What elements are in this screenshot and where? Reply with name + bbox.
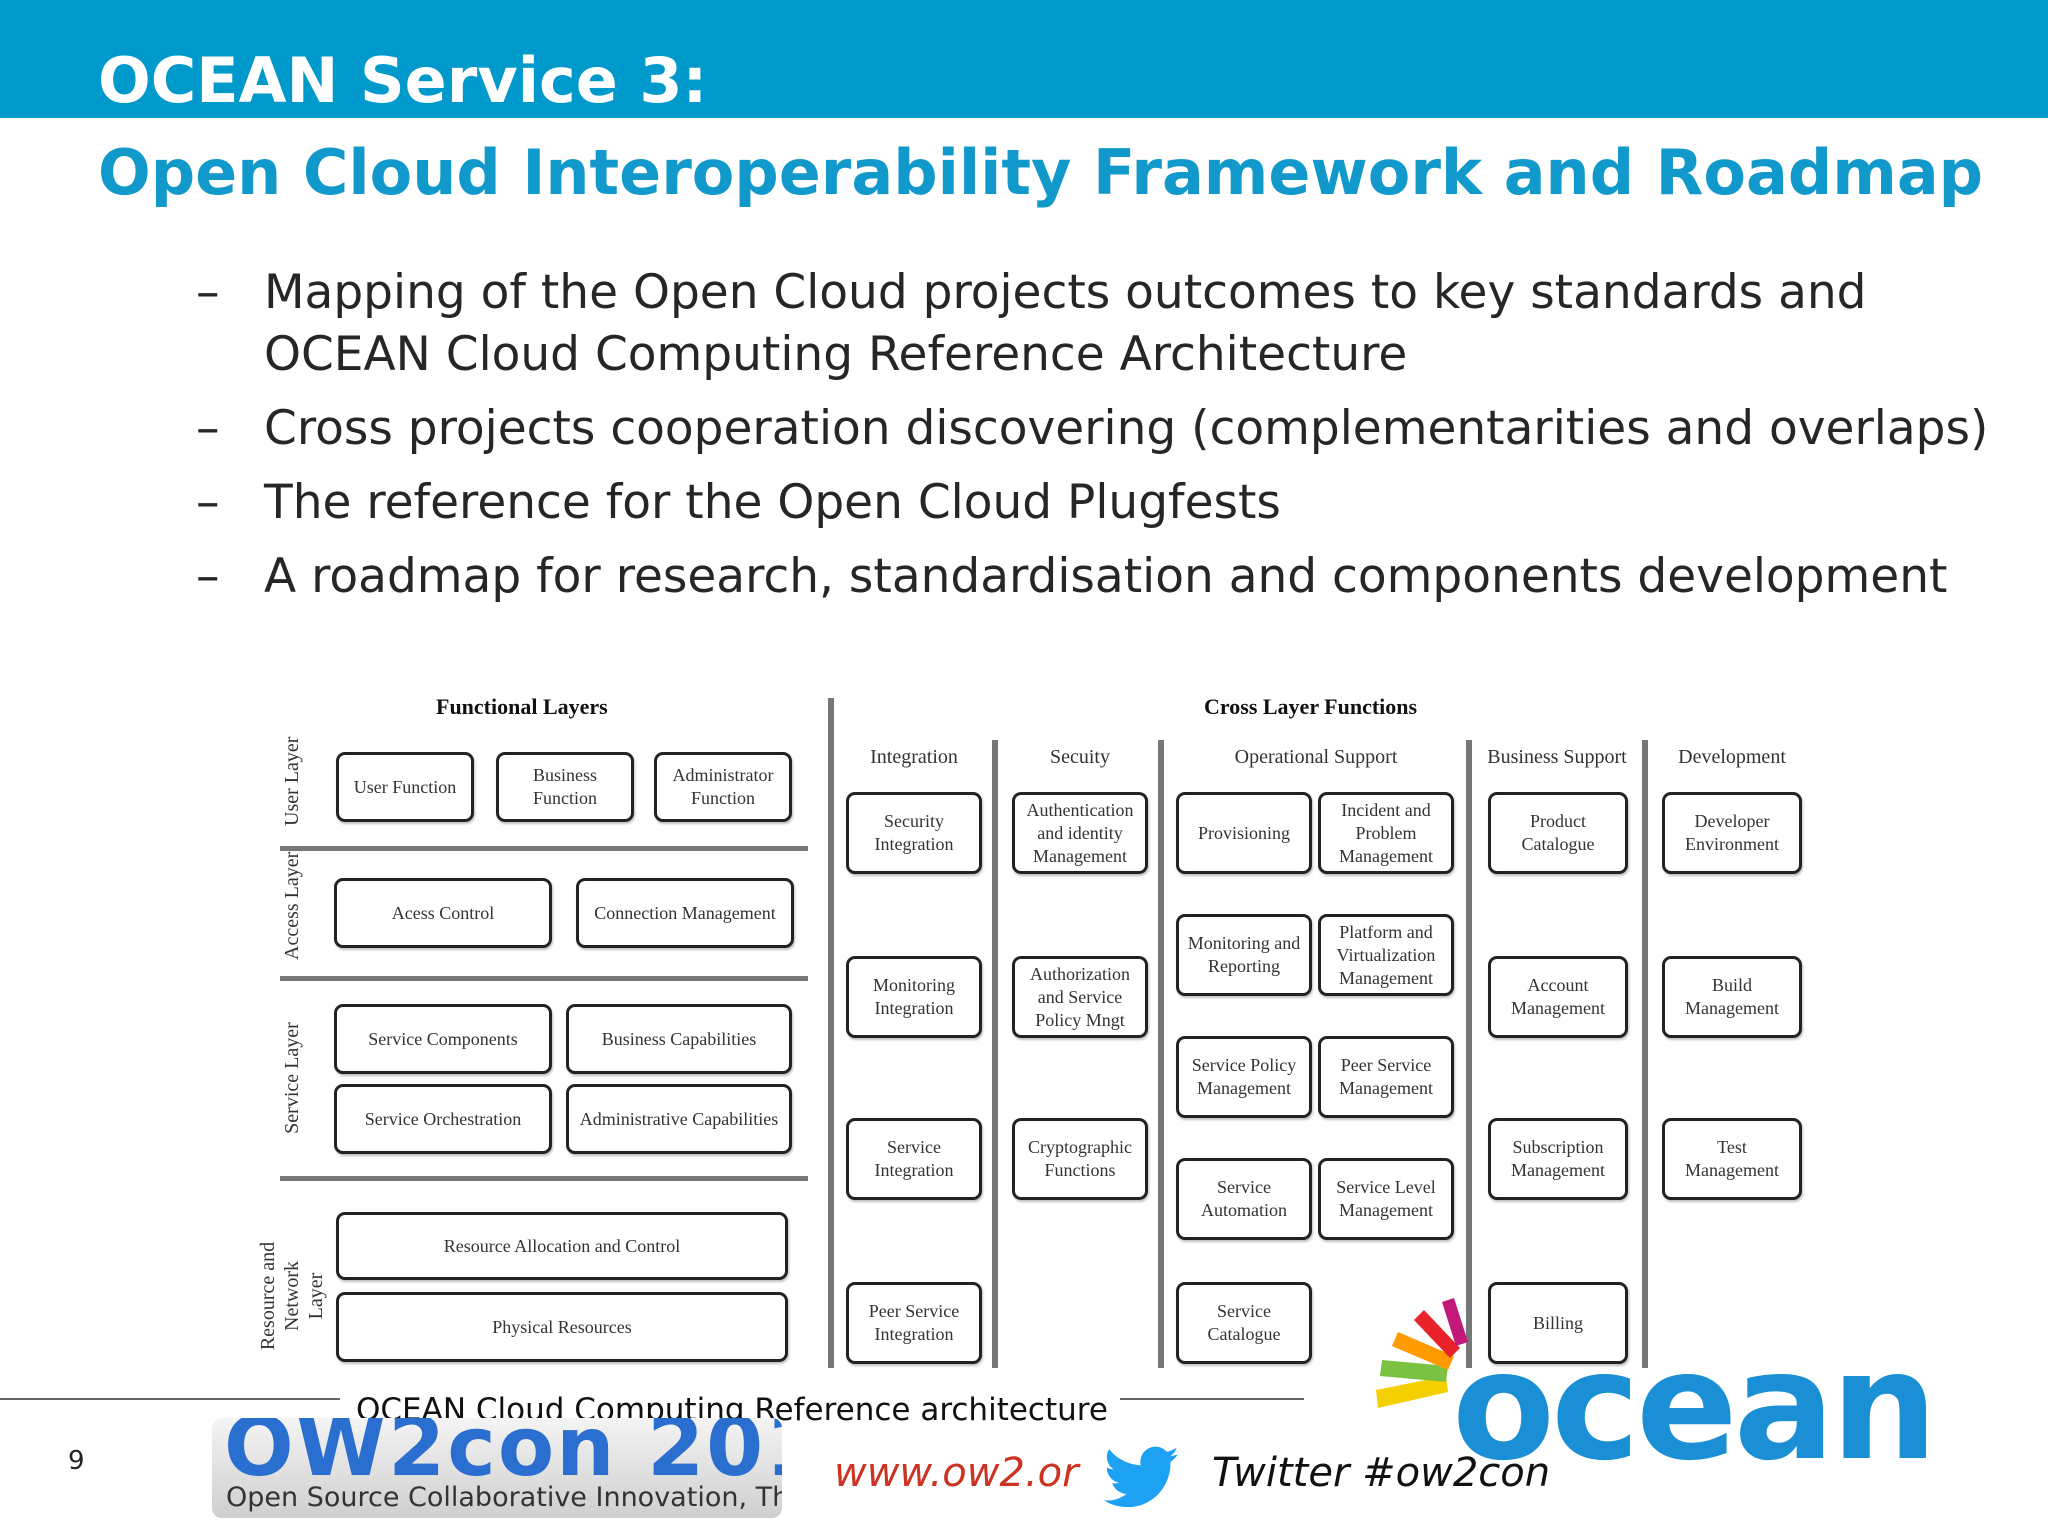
box-monitoring-integration: Monitoring Integration [846, 956, 982, 1038]
bullet-dash: – [196, 265, 220, 320]
box-physical-resources: Physical Resources [336, 1292, 788, 1362]
cross-layer-title: Cross Layer Functions [1204, 694, 1418, 719]
box-security-integration: Security Integration [846, 792, 982, 874]
box-peer-service-integration: Peer Service Integration [846, 1282, 982, 1364]
box-developer-environment: Developer Environment [1662, 792, 1802, 874]
slide-title: OCEAN Service 3: [98, 44, 708, 117]
layer-separator [280, 1176, 808, 1181]
box-service-automation: Service Automation [1176, 1158, 1312, 1240]
box-service-components: Service Components [334, 1004, 552, 1074]
bullet-item: –Cross projects cooperation discovering … [196, 398, 1996, 460]
layer-label-service: Service Layer [281, 1022, 303, 1134]
ow2con-logo: OW2con 2013 Open Source Collaborative In… [212, 1418, 782, 1518]
box-authorization-policy: Authorization and Service Policy Mngt [1012, 956, 1148, 1038]
box-service-level-management: Service Level Management [1318, 1158, 1454, 1240]
box-test-management: Test Management [1662, 1118, 1802, 1200]
bullet-text: Cross projects cooperation discovering (… [264, 401, 1989, 456]
box-user-function: User Function [336, 752, 474, 822]
column-title-operational: Operational Support [1234, 746, 1398, 768]
layer-separator [280, 846, 808, 851]
twitter-bird-icon [1104, 1446, 1179, 1508]
bullet-text: Mapping of the Open Cloud projects outco… [264, 265, 1867, 382]
box-platform-virtualization: Platform and Virtualization Management [1318, 914, 1454, 996]
box-authentication-identity: Authentication and identity Management [1012, 792, 1148, 874]
column-title-integration: Integration [870, 746, 958, 768]
box-administrative-capabilities: Administrative Capabilities [566, 1084, 792, 1154]
box-billing: Billing [1488, 1282, 1628, 1364]
box-build-management: Build Management [1662, 956, 1802, 1038]
ocean-logo-text: ocean [1452, 1320, 1938, 1494]
layer-label-user: User Layer [281, 736, 303, 826]
footer-rule [1120, 1398, 1304, 1400]
bullet-item: –A roadmap for research, standardisation… [196, 546, 1996, 608]
column-separator [828, 698, 834, 1368]
ocean-logo-rays-icon [1376, 1298, 1468, 1408]
box-product-catalogue: Product Catalogue [1488, 792, 1628, 874]
column-title-development: Development [1678, 746, 1786, 768]
bullet-dash: – [196, 401, 220, 456]
website-link[interactable]: www.ow2.or [834, 1450, 1079, 1496]
box-business-capabilities: Business Capabilities [566, 1004, 792, 1074]
box-business-function: Business Function [496, 752, 634, 822]
box-provisioning: Provisioning [1176, 792, 1312, 874]
column-separator [1642, 740, 1648, 1368]
bullet-list: –Mapping of the Open Cloud projects outc… [196, 262, 1996, 620]
bullet-text: The reference for the Open Cloud Plugfes… [264, 475, 1281, 530]
functional-layers-title: Functional Layers [436, 694, 608, 719]
page-number: 9 [68, 1446, 85, 1476]
box-account-management: Account Management [1488, 956, 1628, 1038]
layer-label-resource: Resource and Network Layer [257, 1241, 327, 1351]
bullet-item: –Mapping of the Open Cloud projects outc… [196, 262, 1996, 386]
box-monitoring-reporting: Monitoring and Reporting [1176, 914, 1312, 996]
column-separator [1158, 740, 1164, 1368]
box-administrator-function: Administrator Function [654, 752, 792, 822]
ow2con-logo-text: OW2con 2013 [224, 1418, 782, 1495]
footer-rule [0, 1398, 340, 1400]
box-peer-service-management: Peer Service Management [1318, 1036, 1454, 1118]
bullet-text: A roadmap for research, standardisation … [264, 549, 1948, 604]
box-service-policy-management: Service Policy Management [1176, 1036, 1312, 1118]
ocean-logo: ocean [1368, 1290, 1968, 1494]
layer-label-access: Access Layer [281, 851, 303, 960]
column-separator [992, 740, 998, 1368]
slide-subtitle: Open Cloud Interoperability Framework an… [98, 136, 1984, 209]
title-bar [0, 0, 2048, 118]
bullet-dash: – [196, 549, 220, 604]
column-title-security: Secuity [1050, 746, 1110, 768]
box-service-orchestration: Service Orchestration [334, 1084, 552, 1154]
twitter-hashtag[interactable]: Twitter #ow2con [1212, 1450, 1551, 1496]
box-connection-management: Connection Management [576, 878, 794, 948]
box-cryptographic-functions: Cryptographic Functions [1012, 1118, 1148, 1200]
column-title-business: Business Support [1487, 746, 1627, 768]
column-separator [1466, 740, 1472, 1368]
box-service-catalogue: Service Catalogue [1176, 1282, 1312, 1364]
ow2con-tagline: Open Source Collaborative Innovation, Th… [226, 1482, 782, 1513]
box-incident-problem: Incident and Problem Management [1318, 792, 1454, 874]
box-service-integration: Service Integration [846, 1118, 982, 1200]
layer-separator [280, 976, 808, 981]
bullet-item: –The reference for the Open Cloud Plugfe… [196, 472, 1996, 534]
box-access-control: Acess Control [334, 878, 552, 948]
box-resource-allocation: Resource Allocation and Control [336, 1212, 788, 1280]
box-subscription-management: Subscription Management [1488, 1118, 1628, 1200]
bullet-dash: – [196, 475, 220, 530]
